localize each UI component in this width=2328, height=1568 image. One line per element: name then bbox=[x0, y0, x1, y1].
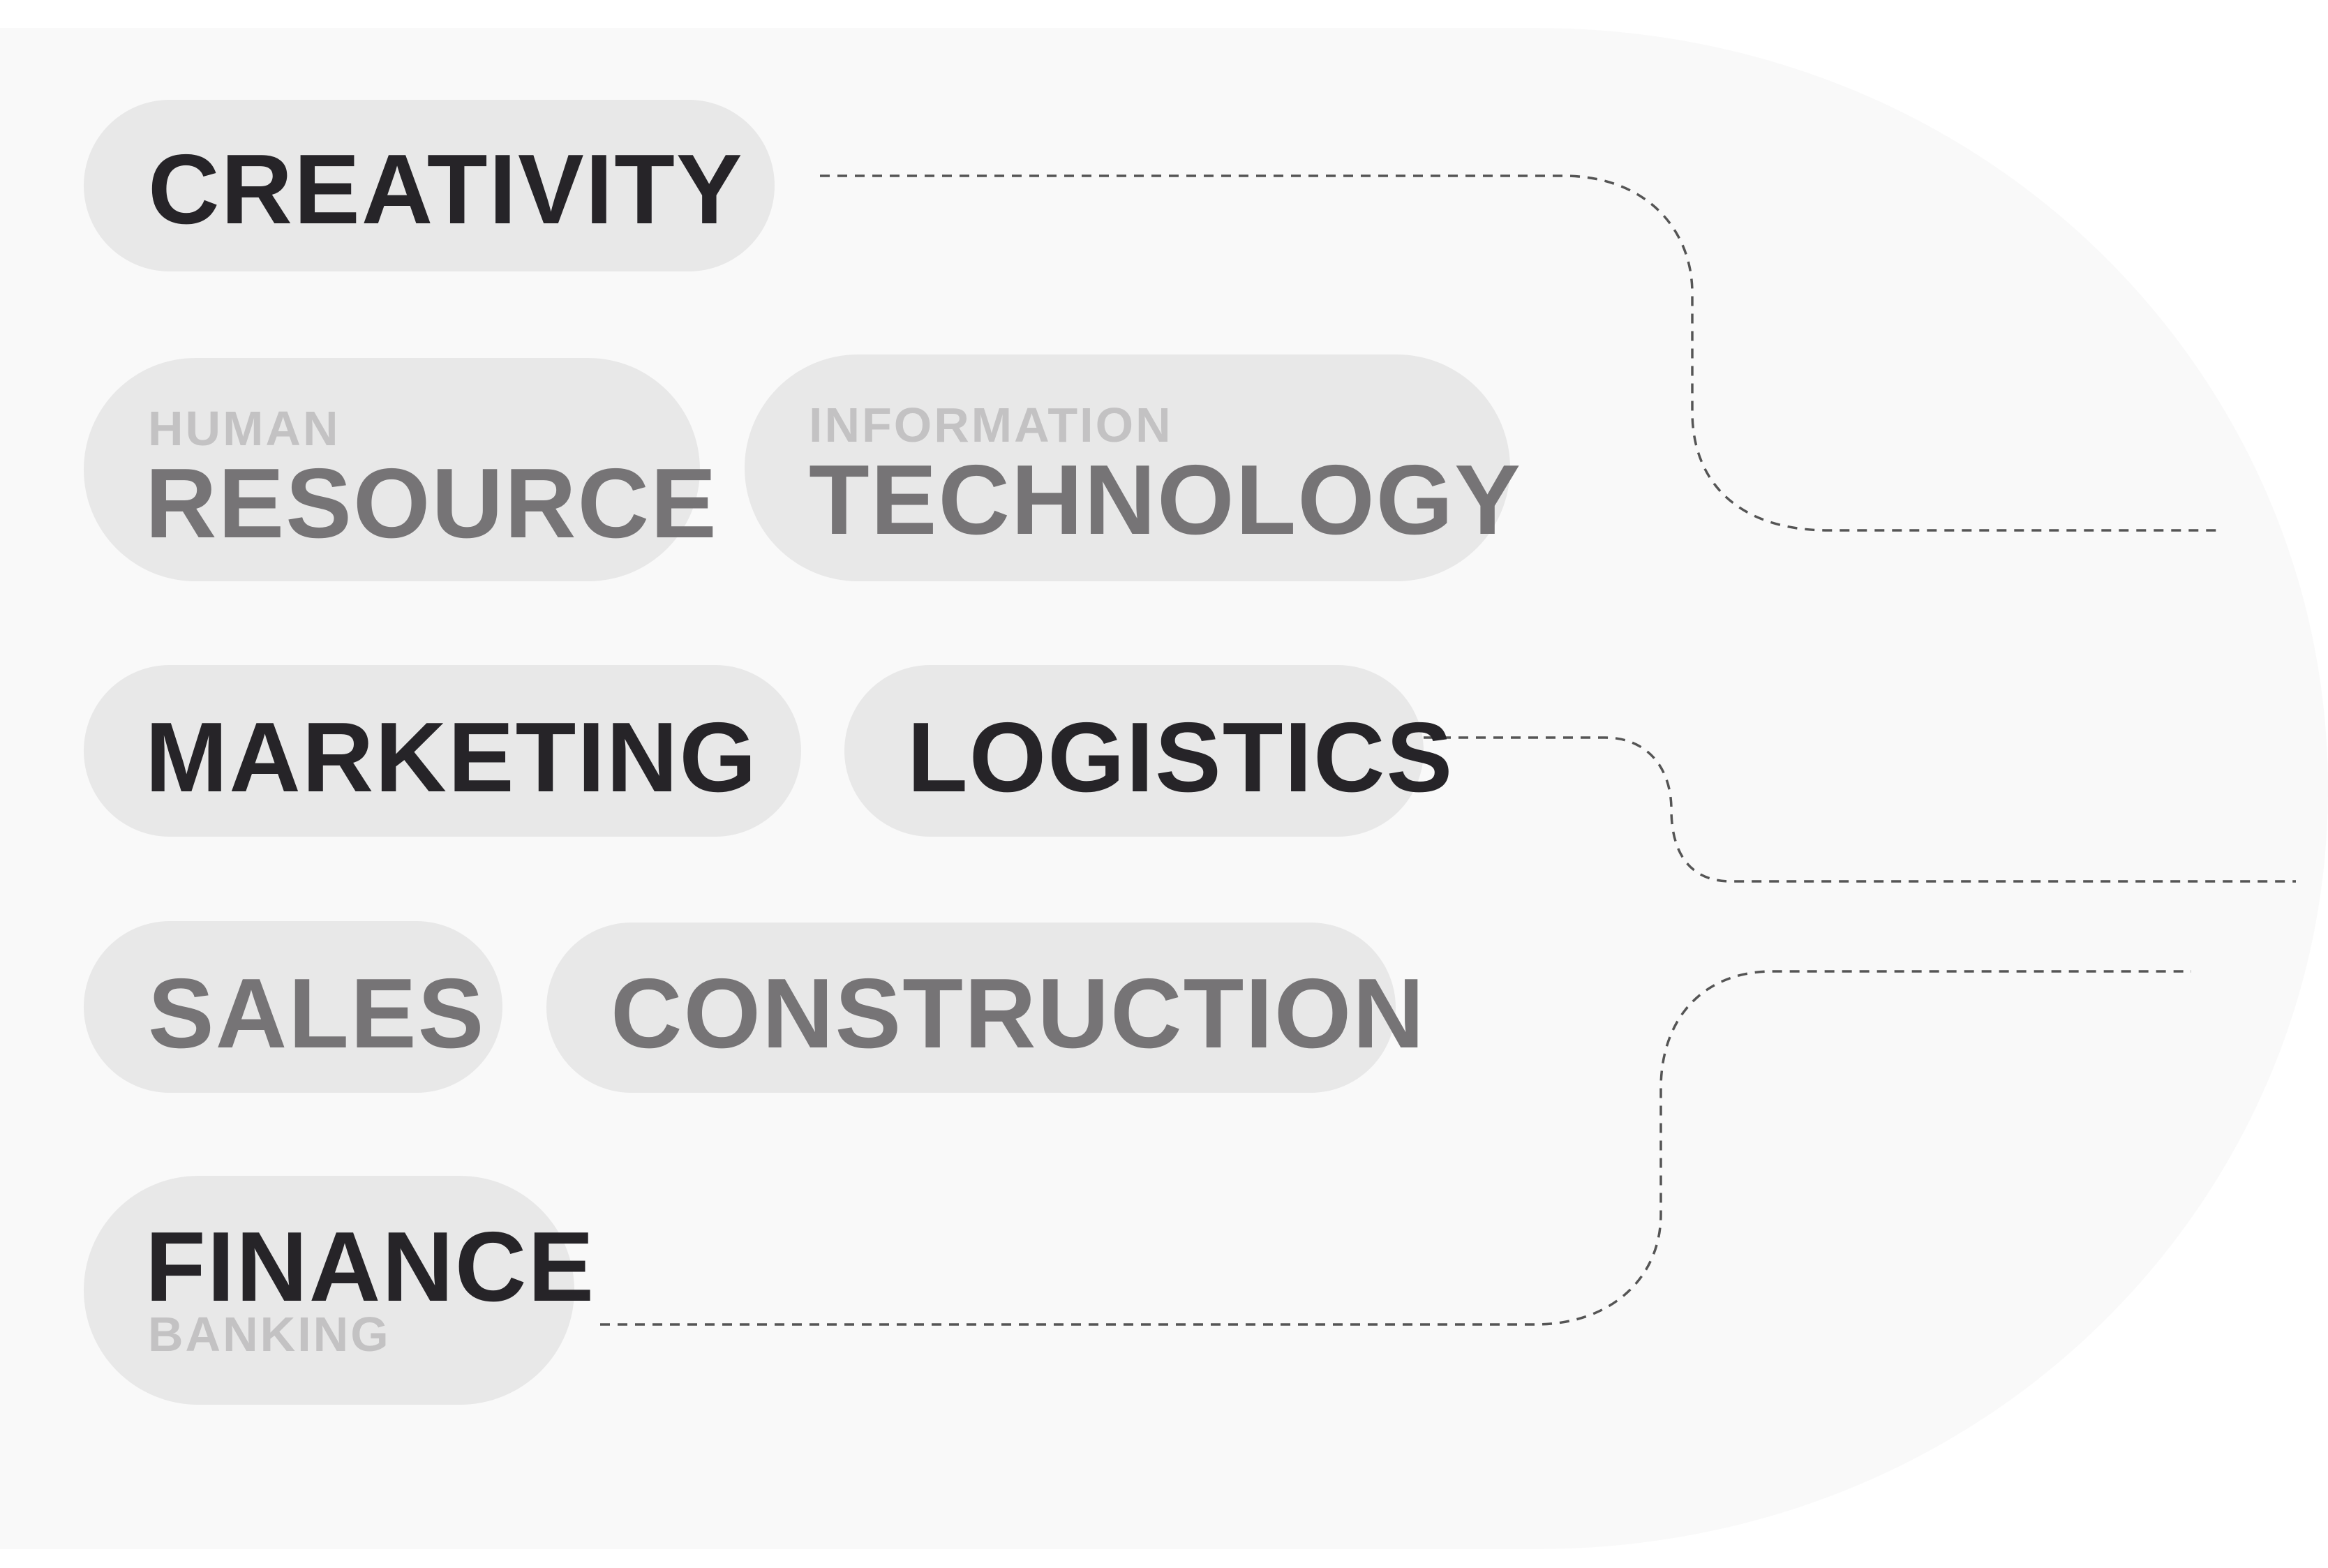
pill-finance: FINANCE BANKING bbox=[84, 1176, 594, 1405]
pill-label-creativity: CREATIVITY bbox=[148, 134, 744, 245]
pill-label-sales: SALES bbox=[148, 958, 486, 1069]
pill-label-technology: TECHNOLOGY bbox=[809, 445, 1522, 555]
pill-construction: CONSTRUCTION bbox=[546, 923, 1424, 1093]
pill-label-construction: CONSTRUCTION bbox=[611, 958, 1426, 1069]
pill-label-logistics: LOGISTICS bbox=[907, 702, 1454, 813]
pill-sublabel-banking: BANKING bbox=[148, 1307, 391, 1361]
pill-label-marketing: MARKETING bbox=[145, 702, 758, 813]
pill-label-finance: FINANCE bbox=[145, 1211, 596, 1322]
pill-creativity: CREATIVITY bbox=[84, 100, 775, 271]
pill-information-technology: INFORMATION TECHNOLOGY bbox=[745, 354, 1521, 581]
pill-sublabel-human: HUMAN bbox=[148, 401, 341, 456]
pill-human-resource: HUMAN RESOURCE bbox=[84, 358, 717, 581]
pill-logistics: LOGISTICS bbox=[844, 665, 1452, 837]
pill-sales: SALES bbox=[84, 921, 502, 1093]
pill-marketing: MARKETING bbox=[84, 665, 801, 837]
pill-sublabel-information: INFORMATION bbox=[809, 398, 1173, 452]
pill-label-resource: RESOURCE bbox=[145, 448, 718, 559]
